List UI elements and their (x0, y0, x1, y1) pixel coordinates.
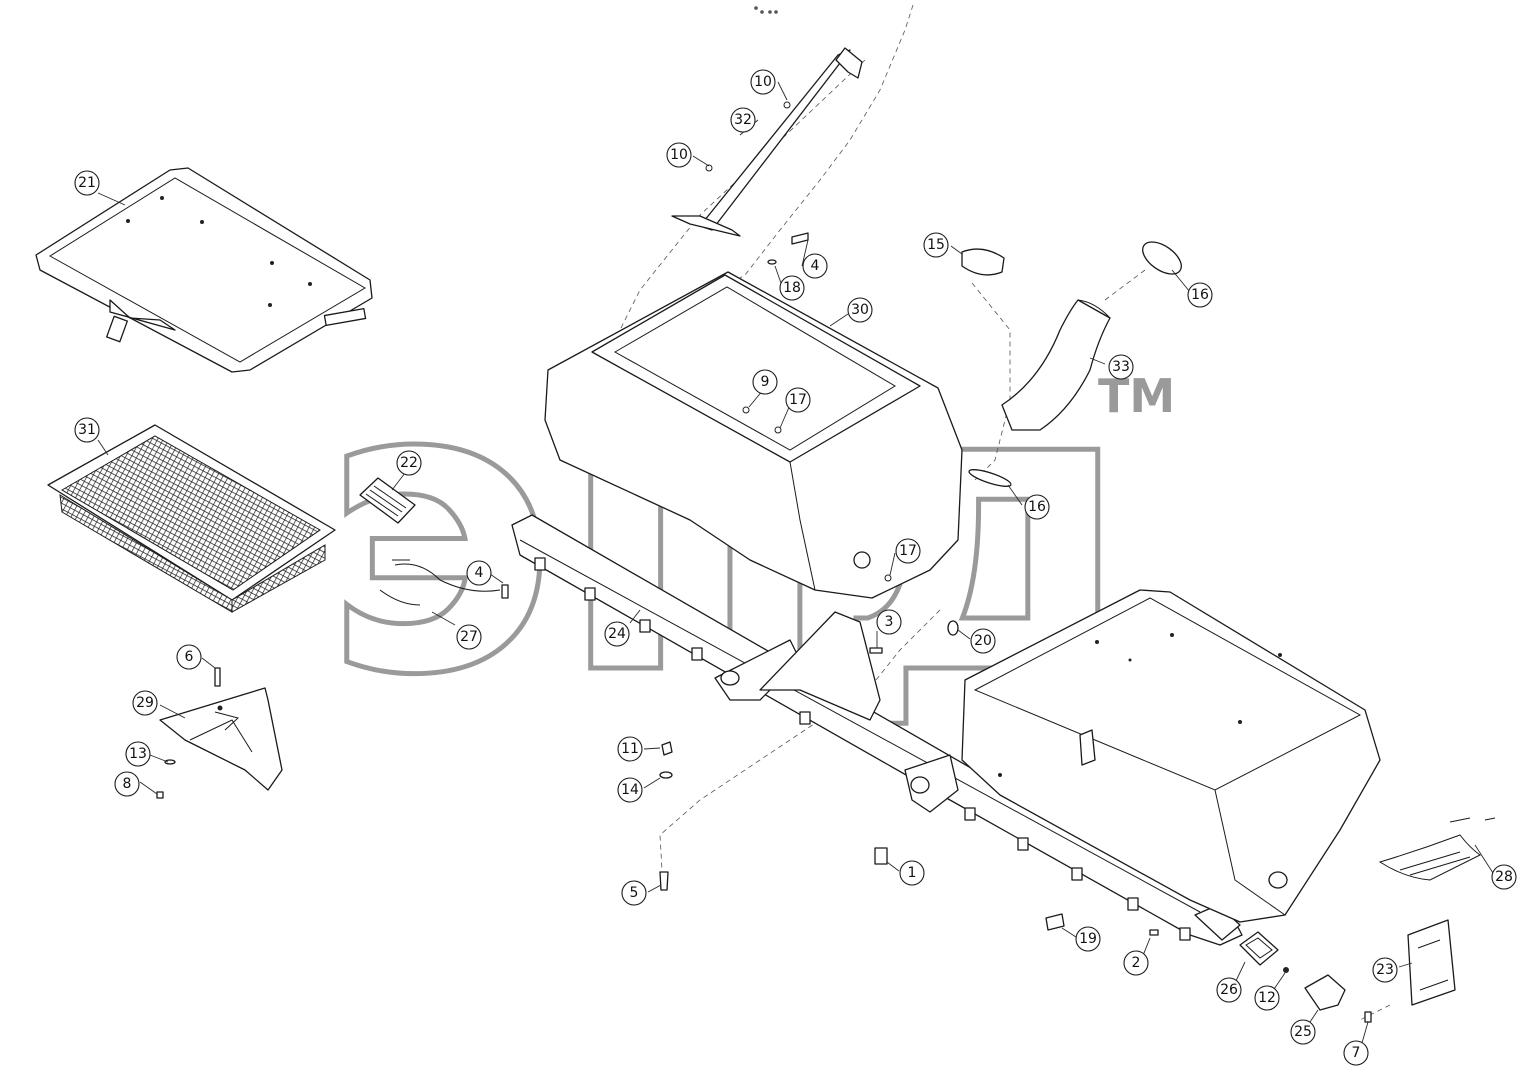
callout-number: 17 (899, 543, 917, 559)
watermark-trademark: TM (1098, 369, 1175, 423)
callout-number: 18 (783, 280, 801, 296)
callout-number: 30 (851, 302, 869, 318)
callout-number: 20 (974, 633, 992, 649)
callout-balloon: 10 (750, 69, 776, 95)
callout-balloon: 7 (1343, 1040, 1369, 1066)
callout-number: 6 (185, 649, 194, 665)
callout-balloon: 11 (617, 736, 643, 762)
callout-number: 1 (908, 865, 917, 881)
callout-balloon: 20 (970, 628, 996, 654)
callout-number: 11 (621, 741, 639, 757)
callout-number: 13 (129, 746, 147, 762)
callout-balloon: 26 (1216, 977, 1242, 1003)
frame-beam-part (511, 514, 1243, 946)
frame-hardware (659, 741, 1159, 936)
callout-balloon: 17 (895, 538, 921, 564)
callout-balloon: 4 (802, 253, 828, 279)
callout-number: 22 (400, 455, 418, 471)
callout-number: 33 (1112, 359, 1130, 375)
callout-balloon: 21 (74, 170, 100, 196)
callout-balloon: 24 (604, 621, 630, 647)
bracket-hardware (156, 667, 221, 799)
callout-balloon: 9 (752, 369, 778, 395)
callout-balloon: 14 (617, 777, 643, 803)
callout-number: 10 (670, 147, 688, 163)
callout-number: 9 (761, 374, 770, 390)
callout-balloon: 28 (1491, 864, 1517, 890)
callout-number: 7 (1352, 1045, 1361, 1061)
callout-number: 15 (927, 237, 945, 253)
coupling-parts (961, 241, 1182, 487)
callout-number: 16 (1191, 287, 1209, 303)
callout-balloon: 2 (1123, 950, 1149, 976)
leader-lines (97, 81, 1494, 1051)
callout-balloon: 15 (923, 232, 949, 258)
callout-balloon: 13 (125, 741, 151, 767)
callout-balloon: 19 (1075, 926, 1101, 952)
callout-balloon: 3 (876, 609, 902, 635)
callout-number: 2 (1132, 955, 1141, 971)
callout-number: 14 (621, 782, 639, 798)
callout-balloon: 16 (1024, 494, 1050, 520)
callout-number: 21 (78, 175, 96, 191)
label-part-27 (379, 559, 501, 606)
callout-balloon: 12 (1254, 985, 1280, 1011)
callout-balloon: 10 (666, 142, 692, 168)
callout-balloon: 1 (899, 860, 925, 886)
cover-part (961, 589, 1381, 923)
callout-number: 31 (78, 422, 96, 438)
decal-part (359, 477, 416, 524)
callout-balloon: 29 (132, 690, 158, 716)
callout-number: 16 (1028, 499, 1046, 515)
callout-number: 3 (885, 614, 894, 630)
callout-balloon: 22 (396, 450, 422, 476)
bracket-part (159, 687, 283, 791)
callout-balloon: 25 (1290, 1019, 1316, 1045)
callout-balloon: 32 (730, 107, 756, 133)
callout-number: 17 (789, 392, 807, 408)
callout-balloon: 16 (1187, 282, 1213, 308)
callout-number: 19 (1079, 931, 1097, 947)
callout-balloon: 30 (847, 297, 873, 323)
callout-balloon: 23 (1372, 957, 1398, 983)
callout-number: 10 (754, 74, 772, 90)
callout-balloons: 1 2 3 4 4 5 6 7 8 9 10 10 11 12 13 14 15… (74, 69, 1517, 1066)
callout-number: 29 (136, 695, 154, 711)
hopper-part (544, 271, 963, 599)
plate-part (1407, 919, 1456, 1006)
callout-number: 5 (630, 885, 639, 901)
callout-number: 25 (1294, 1024, 1312, 1040)
callout-balloon: 5 (621, 880, 647, 906)
callout-balloon: 4 (466, 560, 492, 586)
callout-number: 4 (475, 565, 484, 581)
callout-balloon: 18 (779, 275, 805, 301)
callout-number: 4 (811, 258, 820, 274)
lid-part (35, 167, 373, 373)
callout-number: 12 (1258, 990, 1276, 1006)
support-arm-part (671, 6, 863, 237)
callout-number: 32 (734, 112, 752, 128)
callout-number: 8 (123, 776, 132, 792)
basket-part (47, 424, 336, 613)
callout-balloon: 27 (456, 624, 482, 650)
callout-balloon: 33 (1108, 354, 1134, 380)
callout-balloon: 17 (785, 387, 811, 413)
outlet-parts (1239, 931, 1372, 1023)
callout-balloon: 8 (114, 771, 140, 797)
callout-number: 23 (1376, 962, 1394, 978)
callout-number: 27 (460, 629, 478, 645)
spout-part (1001, 299, 1111, 431)
callout-balloon: 6 (176, 644, 202, 670)
callout-number: 26 (1220, 982, 1238, 998)
callout-number: 24 (608, 626, 626, 642)
label-part-28 (1378, 817, 1496, 881)
callout-number: 28 (1495, 869, 1513, 885)
callout-balloon: 31 (74, 417, 100, 443)
